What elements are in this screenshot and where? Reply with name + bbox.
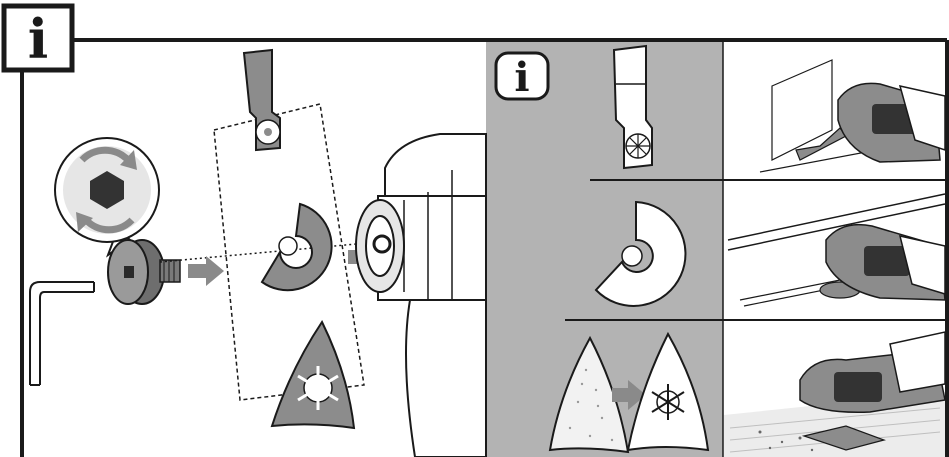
alignment-line [159,241,379,263]
info-badge-main: i [1,3,75,73]
attach-arrow [612,380,646,410]
row-dividers [565,179,947,321]
blade-options-box [213,103,365,401]
delta-sanding-plate [626,331,710,452]
hex-rotate-icon [54,137,160,258]
application-plunge-cut [759,59,946,173]
tool-head [355,133,487,457]
application-sanding [724,331,946,457]
application-flush-cut [727,193,946,307]
clamping-screw [107,239,181,305]
frame [20,38,949,457]
insert-arrow [188,256,224,286]
hex-key [29,281,95,386]
segment-saw-blade [260,202,333,292]
plunge-cut-blade [612,44,653,170]
sanding-sheet [548,335,630,454]
info-icon: i [514,54,529,101]
info-badge-panel: i [494,51,550,101]
plunge-cut-blade [242,48,281,152]
delta-sanding-plate [270,319,356,430]
segment-saw-blade [594,200,687,307]
info-icon: i [28,7,49,71]
